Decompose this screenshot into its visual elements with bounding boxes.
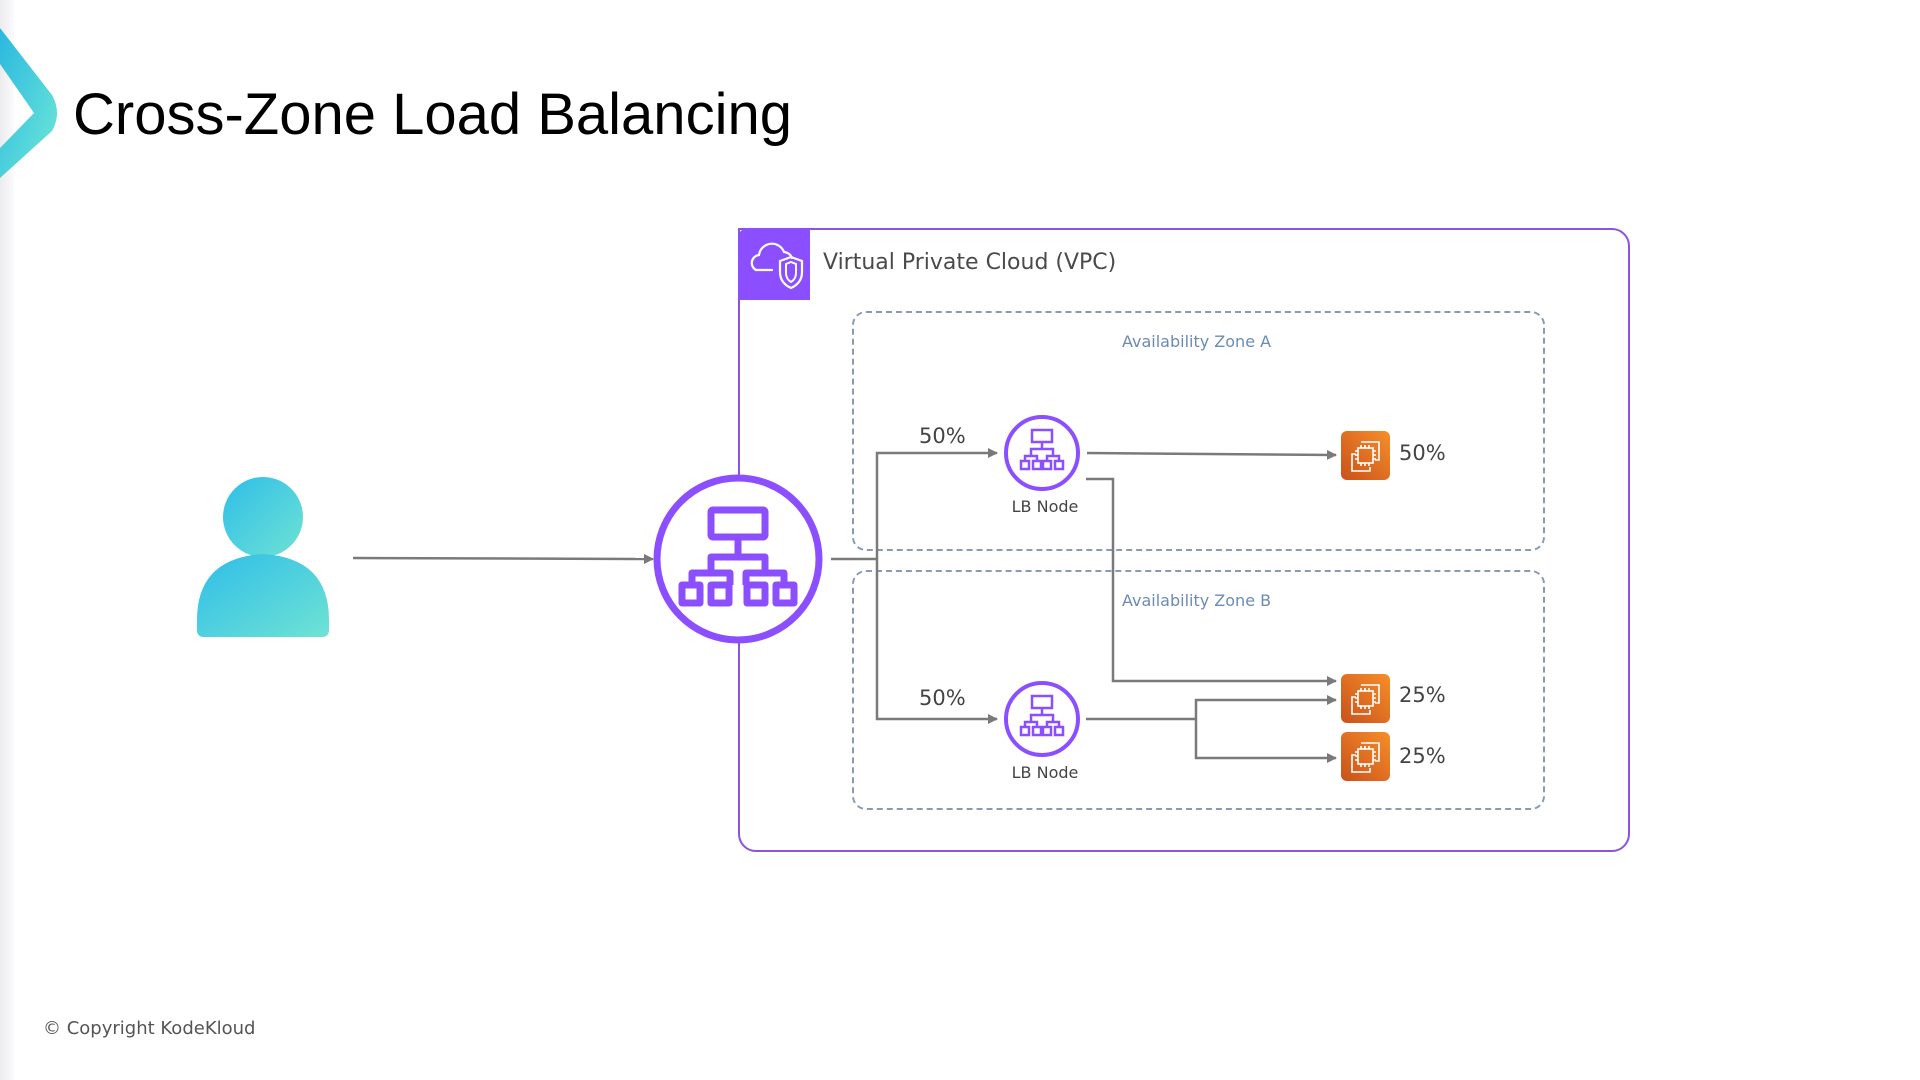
zone-a-label: Availability Zone A <box>1122 332 1272 351</box>
lb-node-b-label: LB Node <box>1011 763 1079 782</box>
zone-b-label: Availability Zone B <box>1122 591 1272 610</box>
lb-node-b-icon[interactable] <box>1002 679 1082 759</box>
vpc-label: Virtual Private Cloud (VPC) <box>823 250 1117 275</box>
load-balancer-icon[interactable] <box>652 473 824 645</box>
instance-b1-share: 25% <box>1399 683 1446 707</box>
ec2-instance-icon[interactable] <box>1341 732 1391 782</box>
ec2-instance-icon[interactable] <box>1341 431 1391 481</box>
lb-node-a-icon[interactable] <box>1002 413 1082 493</box>
instance-a1-share: 50% <box>1399 441 1446 465</box>
node-a-incoming-share: 50% <box>919 424 966 448</box>
node-a-to-instance-b1-arrow <box>1086 477 1337 686</box>
vpc-badge <box>738 228 810 300</box>
user-icon <box>197 477 329 637</box>
availability-zone-b <box>852 570 1545 810</box>
page-title: Cross-Zone Load Balancing <box>73 82 792 147</box>
lb-to-node-b-arrow <box>875 559 998 724</box>
lb-node-a-label: LB Node <box>1011 497 1079 516</box>
node-b-to-instance-b2-arrow <box>1194 719 1337 763</box>
node-b-incoming-share: 50% <box>919 686 966 710</box>
copyright-footer: © Copyright KodeKloud <box>43 1018 256 1039</box>
node-b-to-instance-b1-arrow <box>1194 695 1337 719</box>
client-to-lb-arrow <box>352 553 654 564</box>
slide-edge <box>0 0 14 1080</box>
vpc-cloud-shield-icon <box>750 242 804 290</box>
availability-zone-a <box>852 311 1545 551</box>
instance-b2-share: 25% <box>1399 744 1446 768</box>
node-a-to-instance-a1-arrow <box>1086 449 1337 460</box>
brand-chevron-icon <box>0 28 57 178</box>
lb-to-node-a-arrow <box>875 448 998 559</box>
ec2-instance-icon[interactable] <box>1341 674 1391 724</box>
